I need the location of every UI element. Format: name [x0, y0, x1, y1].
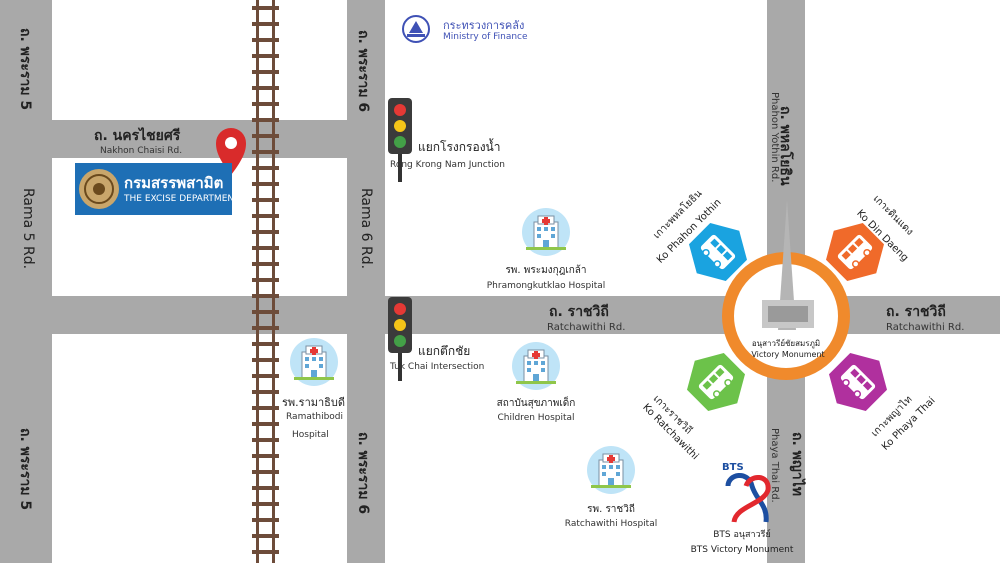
railway-tie [252, 358, 279, 362]
hospital-children-en: Children Hospital [497, 413, 575, 423]
railway-tie [252, 54, 279, 58]
monument-label-en: Victory Monument [751, 350, 825, 359]
railway-tie [252, 310, 279, 314]
junction-rong-krong-th: แยกโรงกรองน้ำ [418, 140, 501, 154]
railway-tie [252, 422, 279, 426]
road-label-ratchawithi-en: Ratchawithi Rd. [547, 322, 626, 333]
hospital-ramathibodi-en1: Ramathibodi [286, 412, 344, 422]
excise-label-en: THE EXCISE DEPARTMENT [124, 194, 240, 204]
bts-label-th: BTS อนุสาวรีย์ [713, 530, 771, 540]
railway-tie [252, 230, 279, 234]
road-label-rama5-th: ถ. พระราม 5 [17, 28, 33, 111]
hospital-ramathibodi-en2: Hospital [292, 430, 329, 440]
bus-stop-ratchawithi [687, 353, 745, 411]
hospital-ratchawithi-en: Ratchawithi Hospital [564, 519, 658, 529]
railway-tie [252, 390, 279, 394]
railway-tie [252, 470, 279, 474]
road-nakhon-chaisi [0, 120, 385, 158]
excise-logo-icon [75, 163, 232, 215]
monument-obelisk-icon [778, 200, 796, 330]
railway-tie [252, 198, 279, 202]
railway-tie [252, 118, 279, 122]
railway-tie [252, 150, 279, 154]
road-label-phaya-thai-en: Phaya Thai Rd. [769, 428, 780, 503]
road-rama6 [347, 0, 385, 563]
bus-stop-phahon [689, 223, 747, 281]
road-label-phaya-thai-th: ถ. พญาไท [789, 432, 805, 496]
junction-tuk-chai-th: แยกตึกชัย [418, 344, 471, 358]
railway-tie [252, 502, 279, 506]
railway-tie [252, 534, 279, 538]
railway-tie [252, 294, 279, 298]
railway-tie [252, 374, 279, 378]
victory-monument [722, 200, 850, 380]
hospital-icon [586, 445, 636, 495]
bts-logo-icon [725, 473, 771, 523]
hospital-icon [521, 207, 571, 257]
railway-tie [252, 246, 279, 250]
railway-tie [252, 486, 279, 490]
road-label-phahon-yothin-en: Phahon Yothin Rd. [769, 92, 780, 183]
hospital-phramongkut-th: รพ. พระมงกุฎเกล้า [505, 265, 587, 276]
junction-tuk-chai-en: Tuk Chai Intersection [390, 362, 485, 372]
road-label-rama6-th-lower: ถ. พระราม 6 [355, 432, 371, 515]
railway-tie [252, 278, 279, 282]
bts-logo-text: BTS [722, 462, 744, 473]
hospital-ratchawithi-th: รพ. ราชวิถี [587, 504, 635, 515]
road-label-rama6-en: Rama 6 Rd. [358, 188, 374, 270]
railway-tie [252, 38, 279, 42]
ministry-emblem-icon [402, 15, 430, 43]
hospital-phramongkut-en: Phramongkutklao Hospital [486, 281, 606, 291]
bus-stop-din-daeng [826, 223, 884, 281]
railway-tie [252, 86, 279, 90]
railway-tie [252, 438, 279, 442]
railway-tie [252, 518, 279, 522]
road-label-rama5-th-lower: ถ. พระราม 5 [17, 428, 33, 511]
railway-tie [252, 166, 279, 170]
railway-tie [252, 6, 279, 10]
road-label-nakhon-chaisi-th: ถ. นครไชยศรี [94, 128, 181, 144]
railway-tie [252, 550, 279, 554]
ministry-label-en: Ministry of Finance [443, 32, 528, 42]
railway-tie [252, 262, 279, 266]
excise-label-th: กรมสรรพสามิต [124, 174, 224, 192]
railway-tie [252, 182, 279, 186]
railway-tie [252, 326, 279, 330]
railway-tie [252, 134, 279, 138]
railway-tie [252, 342, 279, 346]
hospital-icon [511, 341, 561, 391]
monument-label-th: อนุสาวรีย์ชัยสมรภูมิ [751, 339, 821, 348]
road-label-ratchawithi-th-east: ถ. ราชวิถี [886, 304, 946, 320]
railway-tie [252, 454, 279, 458]
hospital-children-th: สถาบันสุขภาพเด็ก [496, 398, 576, 409]
ministry-label-th: กระทรวงการคลัง [443, 19, 525, 32]
railway [252, 0, 279, 563]
hospital-ramathibodi-th: รพ.รามาธิบดี [282, 396, 346, 409]
railway-tie [252, 22, 279, 26]
road-ratchawithi [0, 296, 1000, 334]
bus-stop-phaya-thai [829, 353, 887, 411]
road-label-ratchawithi-en-east: Ratchawithi Rd. [886, 322, 965, 333]
bts-label-en: BTS Victory Monument [690, 545, 794, 555]
railway-tie [252, 406, 279, 410]
road-label-rama6-th: ถ. พระราม 6 [355, 30, 371, 113]
road-rama5 [0, 0, 52, 563]
railway-tie [252, 102, 279, 106]
railway-tie [252, 70, 279, 74]
railway-tie [252, 214, 279, 218]
hospital-icon [289, 337, 339, 387]
road-label-ratchawithi-th: ถ. ราชวิถี [549, 304, 609, 320]
road-label-rama5-en: Rama 5 Rd. [20, 188, 36, 270]
junction-rong-krong-en: Rong Krong Nam Junction [390, 160, 505, 170]
road-label-nakhon-chaisi-en: Nakhon Chaisi Rd. [100, 146, 183, 156]
